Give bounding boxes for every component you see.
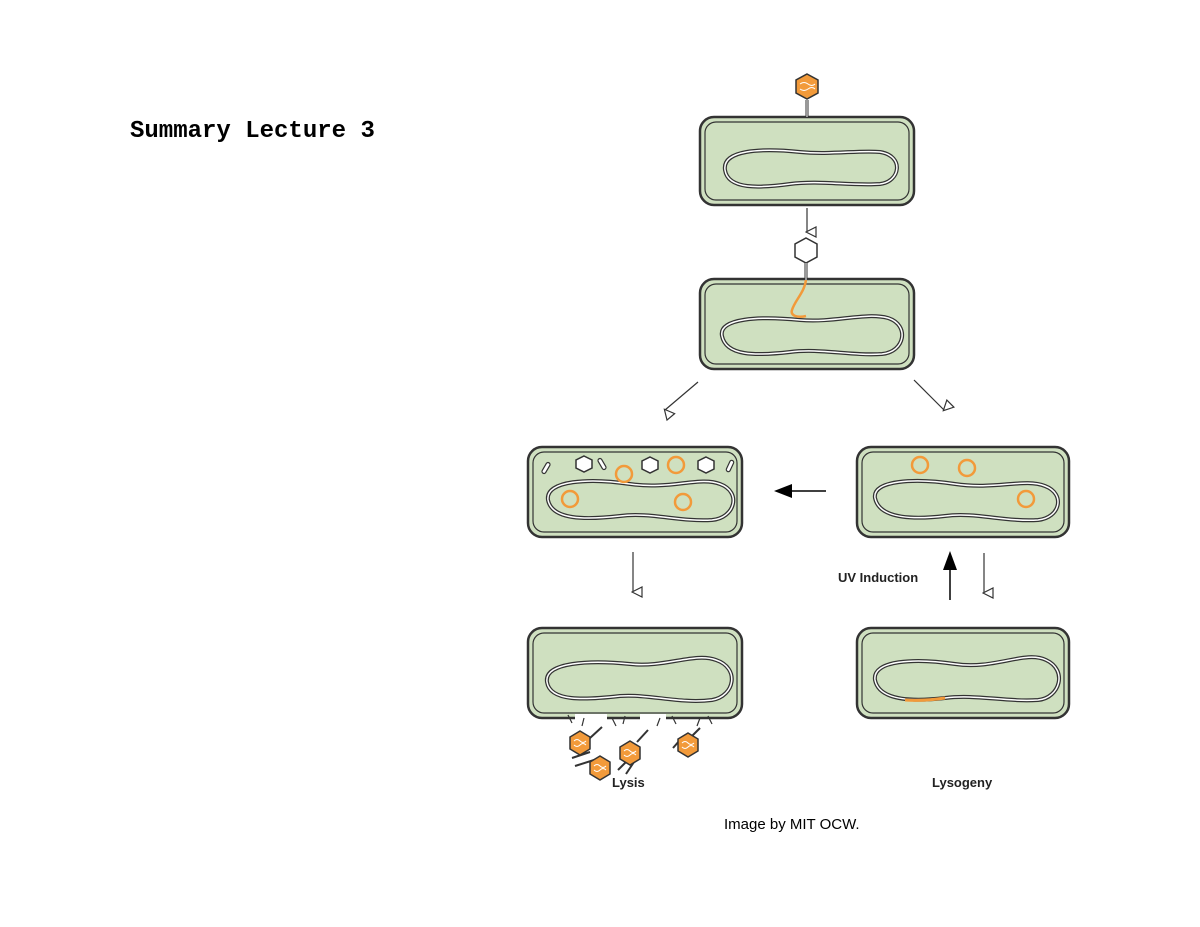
cell-lytic-replication bbox=[526, 445, 744, 539]
cell-lysis bbox=[526, 626, 744, 720]
lysogeny-label: Lysogeny bbox=[932, 775, 993, 790]
phage-empty-capsid bbox=[794, 237, 818, 280]
cell-injection bbox=[698, 277, 916, 371]
new-capsids bbox=[575, 455, 715, 474]
lysis-label: Lysis bbox=[612, 775, 645, 790]
arrow-uv-induction bbox=[943, 551, 957, 600]
cell-lysogeny bbox=[855, 626, 1071, 720]
slide-title: Summary Lecture 3 bbox=[130, 118, 375, 145]
injected-phage-dna bbox=[790, 278, 808, 318]
cell-prophage-circles bbox=[855, 445, 1071, 539]
phage-attached bbox=[795, 73, 819, 117]
image-credit: Image by MIT OCW. bbox=[724, 816, 860, 833]
replicated-phage-dna bbox=[560, 455, 693, 512]
cell-attachment bbox=[698, 115, 916, 207]
uv-induction-label: UV Induction bbox=[838, 570, 918, 585]
arrow-lysogenic-to-lytic bbox=[774, 484, 826, 498]
released-phages bbox=[567, 714, 713, 781]
new-tails bbox=[541, 457, 735, 475]
arrow-to-lytic bbox=[665, 381, 699, 410]
integrated-prophage bbox=[904, 696, 946, 702]
arrow-to-lysogenic bbox=[913, 379, 944, 410]
